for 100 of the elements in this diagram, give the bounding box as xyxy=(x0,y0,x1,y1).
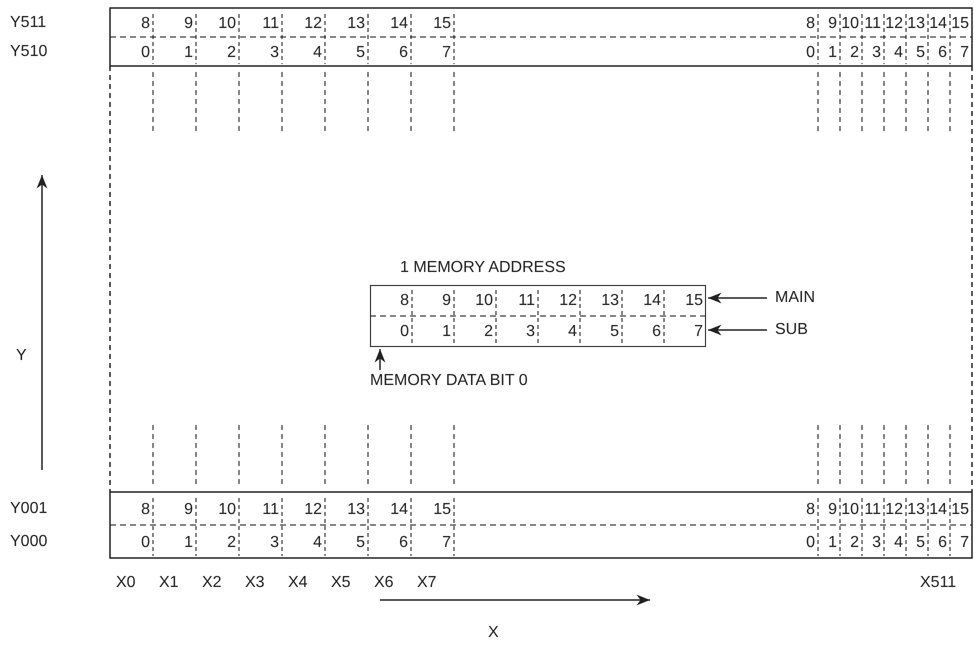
cell-number: 7 xyxy=(442,534,451,552)
cell-number: 3 xyxy=(872,534,881,552)
cell-number: 2 xyxy=(227,534,236,552)
cell-number: 12 xyxy=(304,500,322,518)
cell-number: 1 xyxy=(828,534,837,552)
cell-number: 1 xyxy=(442,323,451,341)
cell-number: 1 xyxy=(828,44,837,62)
cell-number: 4 xyxy=(313,44,322,62)
cell-number: 8 xyxy=(141,500,150,518)
note-text: SUB xyxy=(775,321,808,339)
column-label: X6 xyxy=(374,574,394,592)
cell-number: 3 xyxy=(270,534,279,552)
cell-number: 13 xyxy=(347,14,365,32)
cell-number: 7 xyxy=(960,534,969,552)
cell-number: 0 xyxy=(141,44,150,62)
cell-number: 11 xyxy=(518,292,535,310)
cell-number: 10 xyxy=(841,14,859,32)
cell-number: 1 xyxy=(184,534,193,552)
cell-number: 5 xyxy=(356,44,365,62)
cell-number: 4 xyxy=(894,534,903,552)
cell-number: 15 xyxy=(951,14,969,32)
cell-number: 8 xyxy=(400,292,409,310)
cell-number: 3 xyxy=(270,44,279,62)
cell-number: 13 xyxy=(601,292,619,310)
cell-number: 7 xyxy=(442,44,451,62)
column-label: X511 xyxy=(920,574,956,592)
cell-number: 2 xyxy=(850,534,859,552)
cell-number: 4 xyxy=(313,534,322,552)
cell-number: 11 xyxy=(864,500,881,518)
arrow xyxy=(708,292,767,304)
column-label: X4 xyxy=(288,574,308,592)
cell-number: 10 xyxy=(218,14,236,32)
cell-number: 7 xyxy=(960,44,969,62)
cell-number: 0 xyxy=(806,534,815,552)
cell-number: 15 xyxy=(433,500,451,518)
cell-number: 2 xyxy=(850,44,859,62)
note-text: MEMORY DATA BIT 0 xyxy=(370,372,528,390)
cell-number: 0 xyxy=(141,534,150,552)
cell-number: 8 xyxy=(806,14,815,32)
cell-number: 8 xyxy=(141,14,150,32)
column-label: X0 xyxy=(116,574,136,592)
row-label: Y001 xyxy=(10,500,48,518)
cell-number: 8 xyxy=(806,500,815,518)
cell-number: 13 xyxy=(907,14,925,32)
cell-number: 0 xyxy=(806,44,815,62)
cell-number: 2 xyxy=(484,323,493,341)
column-label: X3 xyxy=(245,574,265,592)
cell-number: 14 xyxy=(929,14,947,32)
cell-number: 9 xyxy=(184,14,193,32)
cell-number: 14 xyxy=(643,292,661,310)
axis-label: X xyxy=(488,624,499,642)
column-label: X1 xyxy=(159,574,179,592)
cell-number: 12 xyxy=(885,500,903,518)
cell-number: 11 xyxy=(864,14,881,32)
arrow xyxy=(708,324,767,336)
cell-number: 5 xyxy=(356,534,365,552)
cell-number: 6 xyxy=(938,534,947,552)
cell-number: 12 xyxy=(304,14,322,32)
cell-number: 15 xyxy=(685,292,703,310)
cell-number: 15 xyxy=(433,14,451,32)
box-heading: 1 MEMORY ADDRESS xyxy=(400,259,566,277)
cell-number: 9 xyxy=(828,500,837,518)
cell-number: 6 xyxy=(399,44,408,62)
cell-number: 6 xyxy=(399,534,408,552)
cell-number: 14 xyxy=(390,500,408,518)
row-label: Y510 xyxy=(10,42,48,60)
note-text: MAIN xyxy=(775,289,815,307)
cell-number: 10 xyxy=(841,500,859,518)
cell-number: 4 xyxy=(568,323,577,341)
cell-number: 9 xyxy=(184,500,193,518)
cell-number: 12 xyxy=(885,14,903,32)
cell-number: 5 xyxy=(916,44,925,62)
column-label: X7 xyxy=(417,574,437,592)
cell-number: 7 xyxy=(694,323,703,341)
cell-number: 14 xyxy=(390,14,408,32)
cell-number: 0 xyxy=(400,323,409,341)
cell-number: 4 xyxy=(894,44,903,62)
cell-number: 6 xyxy=(652,323,661,341)
cell-number: 9 xyxy=(828,14,837,32)
cell-number: 5 xyxy=(610,323,619,341)
cell-number: 9 xyxy=(442,292,451,310)
cell-number: 11 xyxy=(262,14,279,32)
cell-number: 14 xyxy=(929,500,947,518)
cell-number: 13 xyxy=(907,500,925,518)
cell-number: 3 xyxy=(526,323,535,341)
row-label: Y511 xyxy=(10,14,46,32)
cell-number: 6 xyxy=(938,44,947,62)
cell-number: 5 xyxy=(916,534,925,552)
cell-number: 13 xyxy=(347,500,365,518)
cell-number: 15 xyxy=(951,500,969,518)
axis-label: Y xyxy=(16,347,27,365)
column-label: X2 xyxy=(202,574,222,592)
cell-number: 3 xyxy=(872,44,881,62)
cell-number: 10 xyxy=(475,292,493,310)
cell-number: 1 xyxy=(184,44,193,62)
cell-number: 11 xyxy=(262,500,279,518)
column-label: X5 xyxy=(331,574,351,592)
cell-number: 2 xyxy=(227,44,236,62)
cell-number: 12 xyxy=(559,292,577,310)
arrow xyxy=(374,349,386,370)
